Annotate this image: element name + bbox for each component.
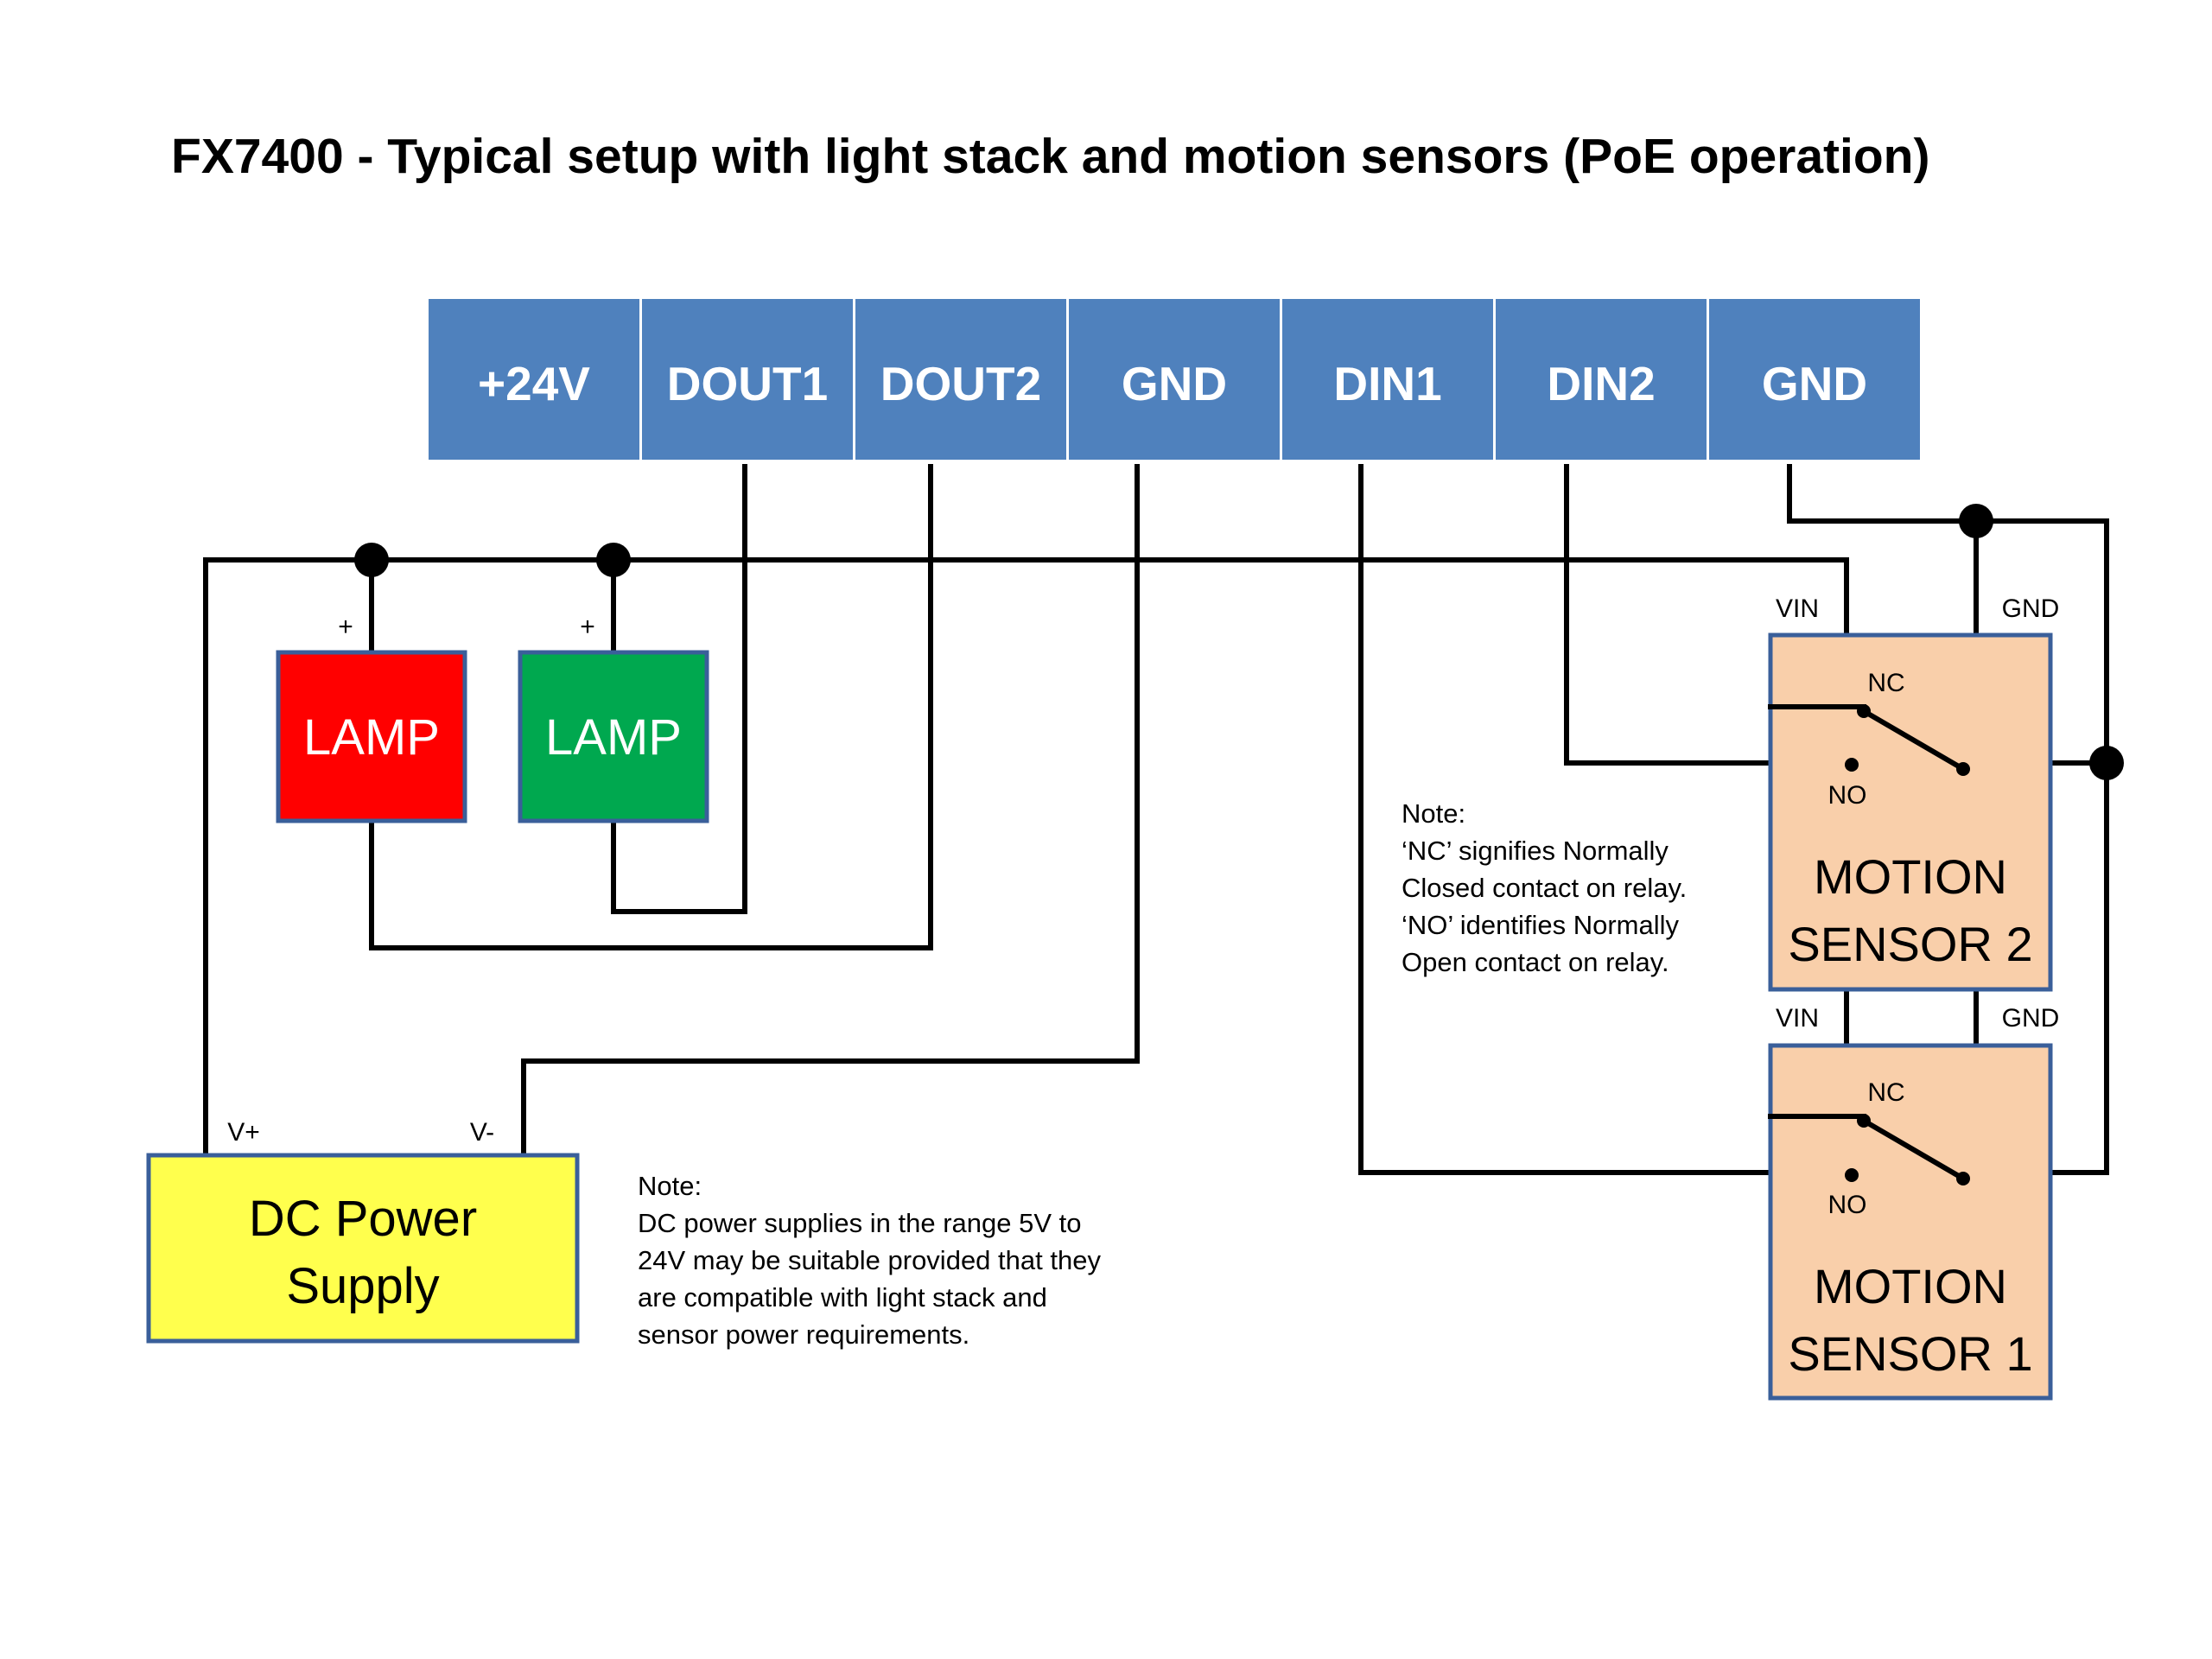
relay-note-line: Closed contact on relay.: [1402, 873, 1687, 903]
relay-note-line: Open contact on relay.: [1402, 947, 1669, 977]
terminal-block: +24V DOUT1 DOUT2 GND DIN1 DIN2 GND: [429, 299, 1920, 460]
sensor1-label-line1: MOTION: [1814, 1259, 2007, 1313]
psu-note-line: sensor power requirements.: [638, 1319, 969, 1350]
terminal-label-24v: +24V: [478, 357, 590, 410]
motion-sensor-2: VIN GND NC NO MOTION SENSOR 2: [1768, 594, 2060, 992]
sensor2-label-line2: SENSOR 2: [1788, 917, 2032, 971]
terminal-din2: [1496, 299, 1707, 460]
gnd-psu-wire: [521, 464, 1140, 1156]
power-rail-wire: [203, 557, 1849, 1156]
gnd-common-wire: [1787, 464, 2109, 1175]
power-supply-label-line1: DC Power: [249, 1191, 477, 1247]
psu-note-line: are compatible with light stack and: [638, 1282, 1047, 1313]
sensor2-no-label: NO: [1828, 781, 1867, 810]
psu-note-line: 24V may be suitable provided that they: [638, 1245, 1101, 1275]
contact-dot: [1956, 762, 1970, 776]
contact-dot: [1857, 1114, 1871, 1128]
motion-sensor-1: VIN GND NC NO MOTION SENSOR 1: [1768, 1004, 2060, 1401]
sensor2-gnd-label: GND: [2002, 594, 2060, 623]
green-lamp-box: [518, 650, 709, 823]
terminal-dout1: [642, 299, 853, 460]
power-supply-label-line2: Supply: [286, 1258, 439, 1314]
contact-dot: [1956, 1172, 1970, 1185]
vplus-label: V+: [227, 1118, 260, 1147]
contact-dot: [1857, 704, 1871, 718]
red-lamp-box: [276, 650, 467, 823]
psu-note-line: DC power supplies in the range 5V to: [638, 1208, 1082, 1238]
terminal-label-dout2: DOUT2: [880, 357, 1041, 410]
green-lamp: LAMP +: [518, 613, 709, 823]
din2-sensor2-wire: [1564, 464, 1854, 766]
relay-note: Note: ‘NC’ signifies Normally Closed con…: [1402, 798, 1687, 977]
relay-note-line: ‘NO’ identifies Normally: [1402, 910, 1679, 940]
terminal-label-din1: DIN1: [1333, 357, 1441, 410]
red-lamp-dout2-wire: [369, 464, 933, 950]
sensor2-vin-label: VIN: [1776, 594, 1819, 623]
terminal-24v: [429, 299, 639, 460]
relay-note-line: ‘NC’ signifies Normally: [1402, 836, 1669, 866]
relay-note-line: Note:: [1402, 798, 1465, 829]
vminus-label: V-: [470, 1118, 494, 1147]
green-lamp-dout1-wire: [611, 464, 747, 914]
red-lamp-plus-label: +: [338, 613, 353, 641]
dc-power-supply: DC Power Supply V+ V-: [146, 1118, 580, 1344]
green-lamp-label: LAMP: [545, 709, 682, 766]
terminal-gnd-2: [1709, 299, 1920, 460]
sensor1-switch-arm: [1859, 1116, 1967, 1183]
sensor2-box: [1768, 632, 2053, 992]
sensor2-label-line1: MOTION: [1814, 849, 2007, 904]
green-lamp-plus-label: +: [580, 613, 595, 641]
junction-dot: [596, 543, 631, 577]
junction-dot: [2089, 746, 2124, 780]
psu-note: Note: DC power supplies in the range 5V …: [638, 1171, 1101, 1350]
sensor1-no-label: NO: [1828, 1191, 1867, 1219]
terminal-label-gnd-2: GND: [1762, 357, 1867, 410]
contact-dot: [1845, 758, 1859, 772]
sensor1-box: [1768, 1043, 2053, 1401]
sensor1-vin-label: VIN: [1776, 1004, 1819, 1033]
sensor1-gnd-label: GND: [2002, 1004, 2060, 1033]
psu-note-line: Note:: [638, 1171, 702, 1201]
terminal-din1: [1282, 299, 1493, 460]
sensor2-nc-label: NC: [1867, 669, 1904, 697]
wires: [203, 464, 2124, 1175]
terminal-label-gnd-1: GND: [1122, 357, 1227, 410]
red-lamp-label: LAMP: [303, 709, 440, 766]
sensor1-nc-label: NC: [1867, 1078, 1904, 1107]
red-lamp: LAMP +: [276, 613, 467, 823]
sensor1-label-line2: SENSOR 1: [1788, 1326, 2032, 1381]
terminal-label-din2: DIN2: [1547, 357, 1655, 410]
junction-dot: [354, 543, 389, 577]
diagram-title: FX7400 - Typical setup with light stack …: [171, 129, 1929, 184]
terminal-dout2: [855, 299, 1066, 460]
power-supply-box: [146, 1153, 580, 1344]
junction-dot: [1959, 504, 1993, 538]
contact-dot: [1845, 1168, 1859, 1182]
terminal-gnd-1: [1069, 299, 1280, 460]
sensor2-switch-arm: [1859, 707, 1967, 773]
terminal-label-dout1: DOUT1: [667, 357, 828, 410]
din1-sensor1-wire: [1358, 464, 1854, 1175]
